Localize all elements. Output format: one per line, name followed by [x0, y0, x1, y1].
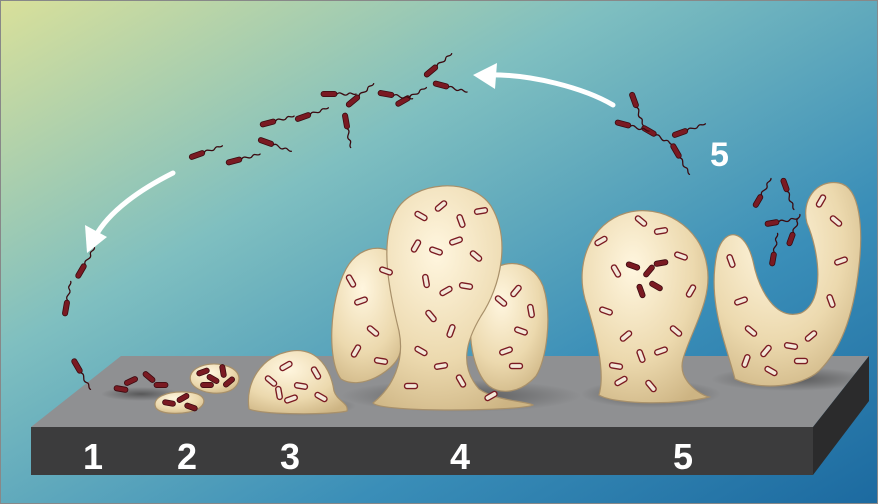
surface-front [31, 427, 813, 475]
stage-label-3: 3 [280, 436, 300, 477]
dispersal-label: 5 [710, 136, 729, 174]
stage-label-5: 5 [673, 436, 693, 477]
stage-label-1: 1 [83, 436, 103, 477]
bacterium-icon [795, 358, 808, 363]
bacterium-icon [201, 382, 214, 387]
bacterium-icon [510, 363, 523, 368]
bacterium-icon [154, 382, 168, 387]
stage-label-2: 2 [177, 436, 197, 477]
stage-label-4: 4 [450, 436, 470, 477]
bacterium-icon [405, 383, 418, 388]
